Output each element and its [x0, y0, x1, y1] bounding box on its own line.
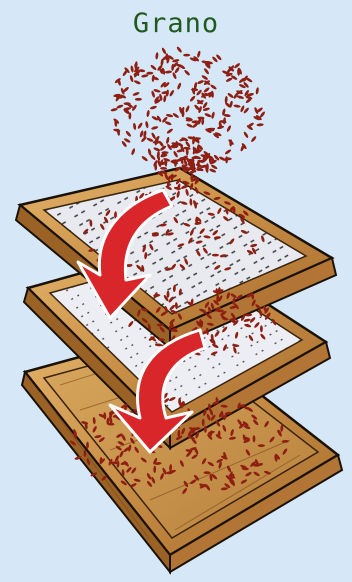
diagram-canvas: Grano — [0, 0, 352, 582]
sieve-diagram — [0, 0, 352, 582]
